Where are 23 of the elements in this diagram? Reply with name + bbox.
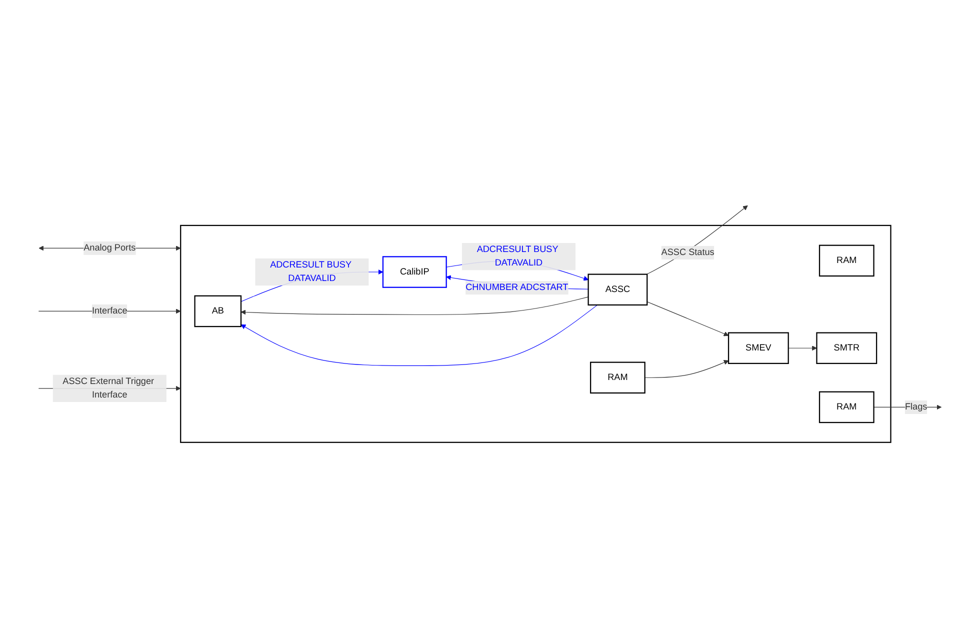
edge-label: Analog Ports [84,243,136,253]
edge-label: ADCRESULT BUSY DATAVALID [270,260,352,284]
edge-label: CHNUMBER ADCSTART [466,282,568,292]
edge-label: ASSC External Trigger Interface [62,376,154,400]
arrow [646,205,748,275]
edge-label: ADCRESULT BUSY DATAVALID [476,244,558,268]
node-box: AB [194,295,242,328]
node-box: ASSC [588,274,648,306]
arrow [788,346,817,351]
cluster [180,224,892,443]
arrow [240,304,598,366]
arrow [646,302,729,336]
arrow [644,360,729,378]
arrow [240,296,589,315]
node-box: CalibIP [382,256,447,288]
edge-label: ASSC Status [661,248,714,258]
node-box: SMTR [816,332,878,364]
node-box: RAM [590,362,646,394]
node-box: RAM [818,391,874,424]
edge-label: Interface [92,306,128,316]
edge-label: Flags [904,402,928,412]
node-box: SMEV [728,332,789,364]
node-box: RAM [818,244,874,277]
